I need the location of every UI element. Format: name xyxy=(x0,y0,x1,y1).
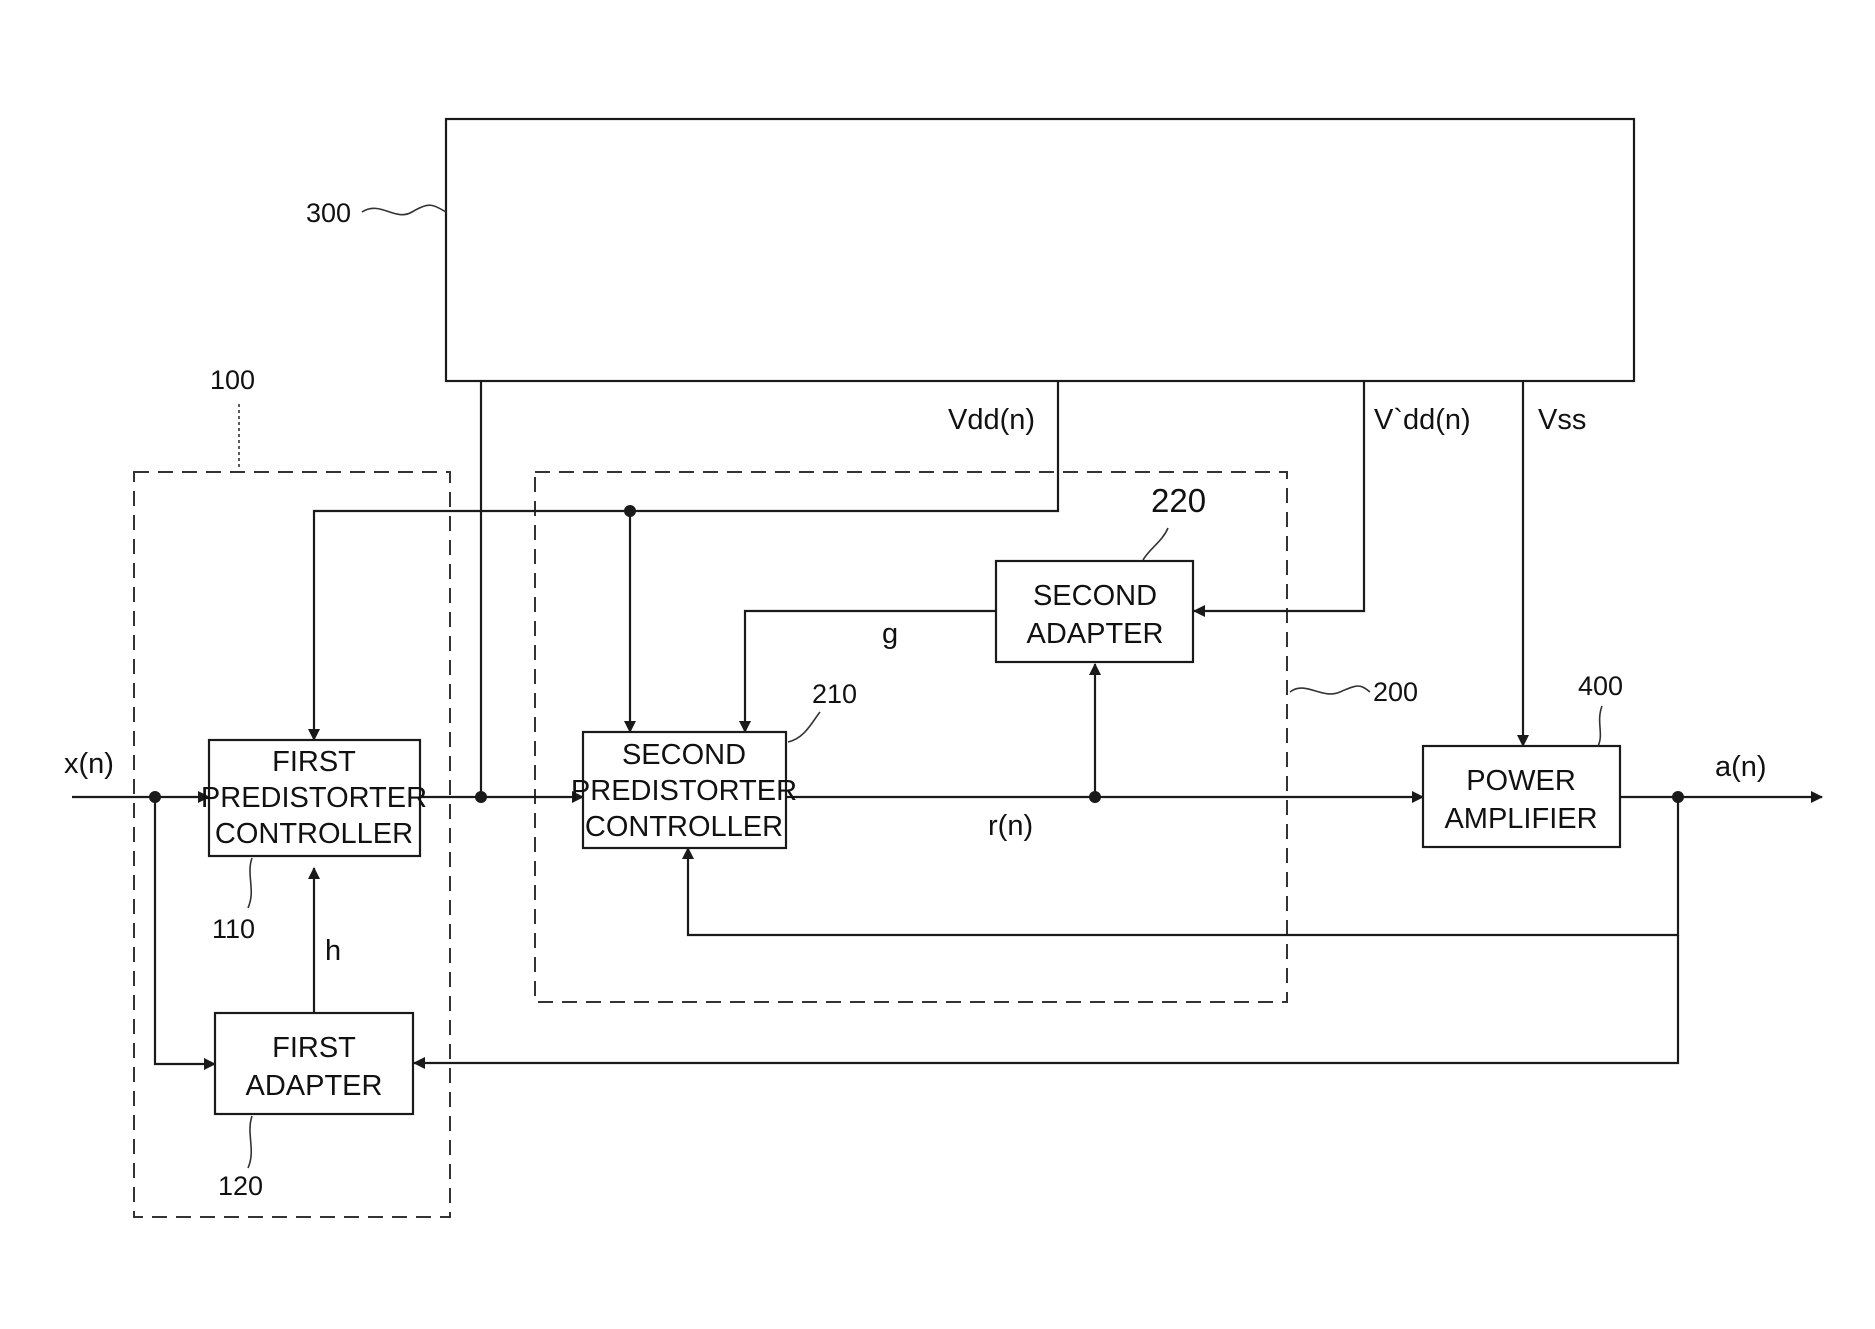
r-junction-dot xyxy=(1089,791,1101,803)
second-predistorter-line3: CONTROLLER xyxy=(585,811,783,843)
vdd-junction-dot xyxy=(624,505,636,517)
output-signal-label: a(n) xyxy=(1715,751,1767,783)
r-label: r(n) xyxy=(988,810,1033,842)
g-wire xyxy=(745,611,996,732)
input-to-first-adapter-wire xyxy=(155,797,215,1064)
ref-220: 220 xyxy=(1151,482,1206,519)
power-amplifier-line2: AMPLIFIER xyxy=(1444,803,1597,835)
vdd-wire xyxy=(314,381,1058,740)
h-label: h xyxy=(325,935,341,967)
input-junction-dot xyxy=(149,791,161,803)
second-predistorter-line2: PREDISTORTER xyxy=(571,775,797,807)
ref-210: 210 xyxy=(812,679,857,709)
ref-400-leader xyxy=(1598,706,1602,746)
feedback-to-first-adapter-wire xyxy=(414,935,1678,1063)
first-predistorter-controller-block: FIRST PREDISTORTER CONTROLLER xyxy=(201,740,427,856)
first-predistorter-line1: FIRST xyxy=(272,746,356,778)
first-adapter-line1: FIRST xyxy=(272,1032,356,1064)
ref-120: 120 xyxy=(218,1171,263,1201)
stage1-output-junction-dot xyxy=(475,791,487,803)
first-predistorter-line3: CONTROLLER xyxy=(215,818,413,850)
vdd-label: Vdd(n) xyxy=(948,404,1035,436)
ref-220-leader xyxy=(1143,528,1168,560)
ref-200-leader xyxy=(1290,686,1370,694)
first-adapter-line2: ADAPTER xyxy=(246,1070,383,1102)
ref-110-leader xyxy=(248,858,252,908)
ref-200: 200 xyxy=(1373,677,1418,707)
second-predistorter-controller-block: SECOND PREDISTORTER CONTROLLER xyxy=(571,732,797,848)
second-adapter-block: SECOND ADAPTER xyxy=(996,561,1193,662)
power-amplifier-line1: POWER xyxy=(1466,765,1576,797)
block-300 xyxy=(446,119,1634,381)
ref-110: 110 xyxy=(212,914,255,944)
g-label: g xyxy=(882,618,898,650)
ref-210-leader xyxy=(788,712,820,742)
ref-120-leader xyxy=(248,1116,252,1168)
ref-300: 300 xyxy=(306,198,351,228)
vss-label: Vss xyxy=(1538,404,1586,436)
ref-300-leader xyxy=(362,205,446,214)
output-junction-dot xyxy=(1672,791,1684,803)
input-signal-label: x(n) xyxy=(64,748,114,780)
ref-400: 400 xyxy=(1578,671,1623,701)
vdd-prime-label: V`dd(n) xyxy=(1374,404,1471,436)
first-adapter-block: FIRST ADAPTER xyxy=(215,1013,413,1114)
second-adapter-line2: ADAPTER xyxy=(1027,618,1164,650)
power-amplifier-block: POWER AMPLIFIER xyxy=(1423,746,1620,847)
vdd-prime-wire xyxy=(1194,381,1364,611)
second-predistorter-line1: SECOND xyxy=(622,739,746,771)
ref-100: 100 xyxy=(210,365,255,395)
second-adapter-line1: SECOND xyxy=(1033,580,1157,612)
first-predistorter-line2: PREDISTORTER xyxy=(201,782,427,814)
